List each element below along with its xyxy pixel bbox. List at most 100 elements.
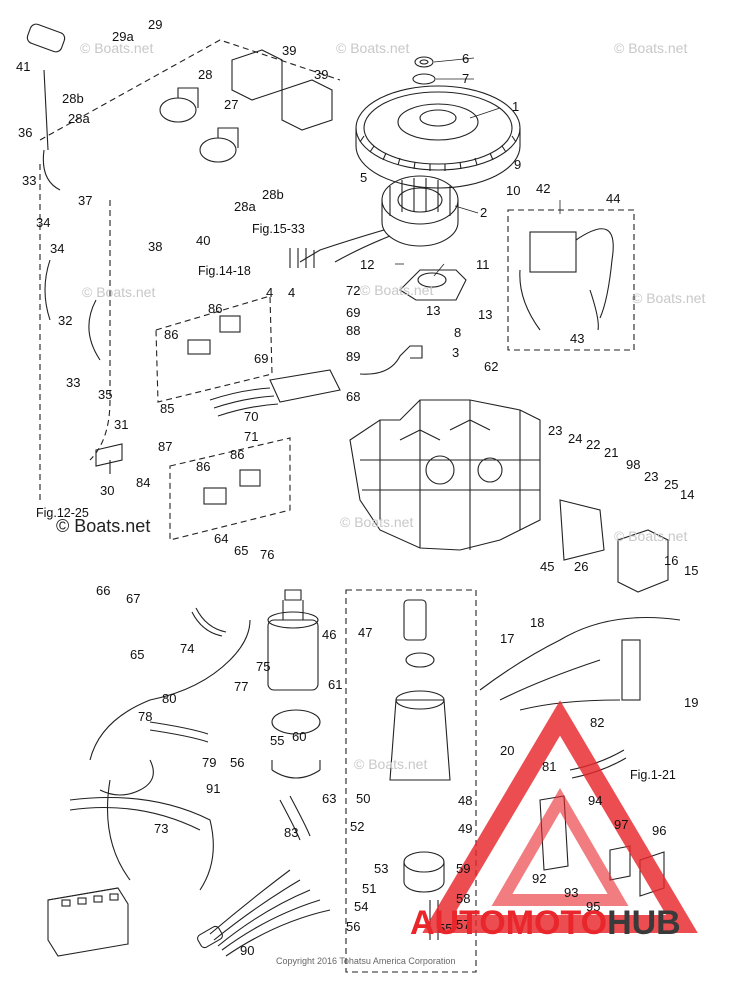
callout-51: 51 [362,881,377,896]
callout-58: 58 [456,891,471,906]
flywheel-drawing [355,85,521,189]
callout-28b-2: 28b [262,187,284,202]
callout-25: 25 [664,477,679,492]
callout-24: 24 [568,431,583,446]
fig-ref-12-25[interactable]: Fig.12-25 [36,506,89,520]
callout-57: 57 [456,917,471,932]
callout-13b: 13 [478,307,493,322]
watermark-boatsnet-6: © Boats.net [632,290,706,306]
callout-5: 5 [360,170,368,185]
callout-21: 21 [604,445,619,460]
callout-62: 62 [484,359,499,374]
callout-87: 87 [158,439,173,454]
callout-28a-2: 28a [234,199,256,214]
callout-28: 28 [198,67,213,82]
callout-11: 11 [476,257,490,272]
brand-logo-text: AUTOMOTOHUB [410,904,681,943]
callout-28a-1: 28a [68,111,90,126]
callout-72: 72 [346,283,361,298]
callout-64: 64 [214,531,229,546]
callout-28b-1: 28b [62,91,84,106]
callout-65b: 65 [130,647,145,662]
callout-55a: 55 [270,733,285,748]
callout-73: 73 [154,821,169,836]
fig-ref-1-21[interactable]: Fig.1-21 [630,768,676,782]
callout-92: 92 [532,871,547,886]
callout-3: 3 [452,345,460,360]
callout-33a: 33 [22,173,37,188]
callout-75: 75 [256,659,271,674]
callout-44: 44 [606,191,621,206]
callout-29: 29 [148,17,163,32]
callout-86c: 86 [230,447,245,462]
callout-98: 98 [626,457,641,472]
callout-14: 14 [680,487,695,502]
callout-71: 71 [244,429,259,444]
callout-4a: 4 [266,285,274,300]
callout-65a: 65 [234,543,249,558]
callout-69b: 69 [346,305,361,320]
callout-96: 96 [652,823,667,838]
callout-47: 47 [358,625,373,640]
callout-39a: 39 [282,43,297,58]
watermark-boatsnet-5: © Boats.net [360,282,434,298]
callout-9: 9 [514,157,522,172]
callout-34a: 34 [36,215,51,230]
battery-drawing [47,887,129,957]
watermark-boatsnet-1: © Boats.net [336,40,410,56]
callout-97: 97 [614,817,629,832]
callout-4b: 4 [288,285,296,300]
callout-31: 31 [114,417,129,432]
callout-10: 10 [506,183,521,198]
callout-89: 89 [346,349,361,364]
callout-86d: 86 [196,459,211,474]
callout-32: 32 [58,313,73,328]
watermark-boatsnet-main: © Boats.net [56,516,151,536]
callout-60: 60 [292,729,307,744]
callout-70: 70 [244,409,259,424]
callout-48: 48 [458,793,473,808]
callout-17: 17 [500,631,515,646]
callout-19: 19 [684,695,699,710]
copyright-text: Copyright 2016 Tohatsu America Corporati… [276,956,456,966]
callout-56a: 56 [230,755,245,770]
starter-motor-drawing [267,589,321,779]
callout-7: 7 [462,71,470,86]
callout-81: 81 [542,759,557,774]
callout-16: 16 [664,553,679,568]
fig-ref-15-33[interactable]: Fig.15-33 [252,222,305,236]
callout-41: 41 [16,59,31,74]
callout-26: 26 [574,559,589,574]
callout-45: 45 [540,559,555,574]
callout-35: 35 [98,387,113,402]
callout-85: 85 [160,401,175,416]
callout-53: 53 [374,861,389,876]
callout-93: 93 [564,885,579,900]
watermark-boatsnet-7: © Boats.net [340,514,414,530]
callout-34b: 34 [50,241,65,256]
fig-ref-14-18[interactable]: Fig.14-18 [198,264,251,278]
callout-86b: 86 [164,327,179,342]
watermark-boatsnet-3: © Boats.net [80,40,154,56]
brand-part-1: AUTOMOTO [410,904,608,942]
callout-36: 36 [18,125,33,140]
callout-84: 84 [136,475,151,490]
brand-logo-triangle [422,700,698,933]
callout-55b: 55 [438,921,453,936]
watermark-boatsnet-2: © Boats.net [614,40,688,56]
callout-82: 82 [590,715,605,730]
callout-80: 80 [162,691,177,706]
callout-42: 42 [536,181,551,196]
callout-52: 52 [350,819,365,834]
callout-29a: 29a [112,29,134,44]
callout-56b: 56 [346,919,361,934]
callout-69a: 69 [254,351,269,366]
callout-27: 27 [224,97,239,112]
callout-15: 15 [684,563,699,578]
callout-40: 40 [196,233,211,248]
callout-13a: 13 [426,303,441,318]
callout-30: 30 [100,483,115,498]
callout-94: 94 [588,793,603,808]
callout-39b: 39 [314,67,329,82]
